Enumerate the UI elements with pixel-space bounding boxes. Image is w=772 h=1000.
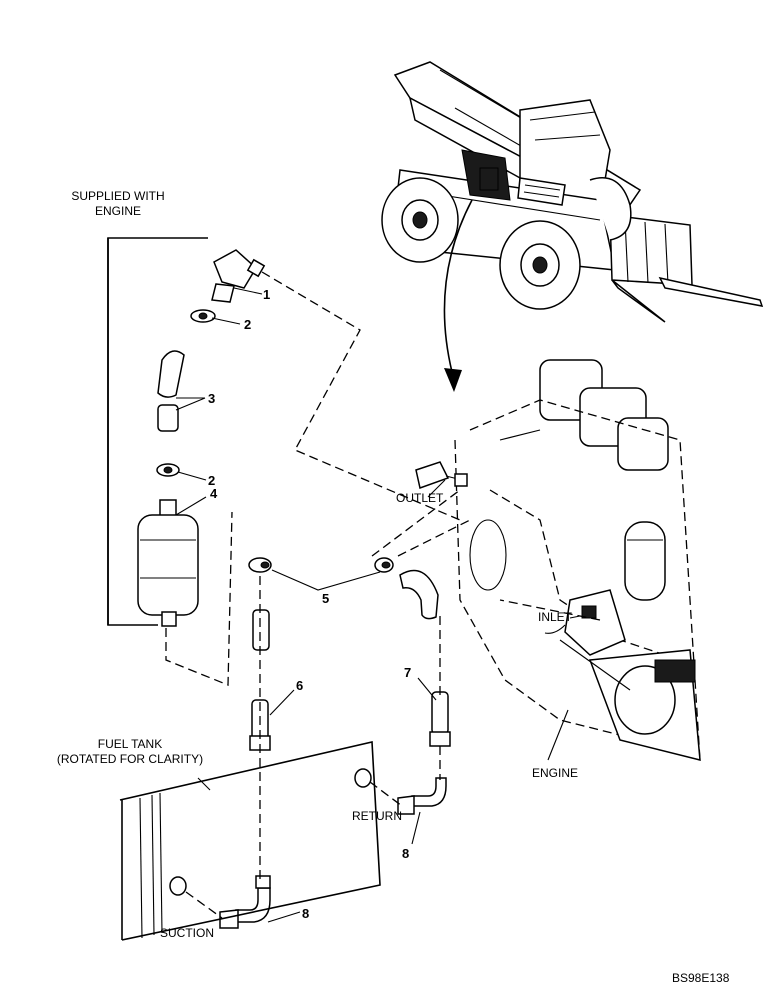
engine-label: ENGINE — [532, 766, 578, 780]
inlet-label: INLET — [538, 610, 573, 624]
callout-8-suction: 8 — [302, 906, 309, 921]
supplied-with-engine-label-line2: ENGINE — [95, 204, 141, 218]
hose-clamp-lower — [156, 463, 180, 477]
callout-4: 4 — [210, 486, 218, 501]
fuel-tank-label-line1: FUEL TANK — [98, 737, 162, 751]
callout-1: 1 — [263, 287, 270, 302]
return-elbow — [397, 777, 447, 815]
fuel-tank — [119, 741, 381, 941]
hose-clamp-upper — [190, 309, 216, 323]
outlet-label: OUTLET — [396, 491, 444, 505]
telehandler-illustration — [381, 61, 764, 323]
callout-2-upper: 2 — [244, 317, 251, 332]
callout-3: 3 — [208, 391, 215, 406]
callout-5: 5 — [322, 591, 329, 606]
callout-6: 6 — [296, 678, 303, 693]
return-label: RETURN — [352, 809, 402, 823]
callout-8-return: 8 — [402, 846, 409, 861]
leader-lines — [175, 287, 581, 923]
zoom-arrow — [443, 199, 473, 392]
hose-clamp-pair — [248, 557, 394, 573]
supplied-with-engine-bracket — [107, 237, 208, 626]
fuel-tank-label-line2: (ROTATED FOR CLARITY) — [57, 752, 203, 766]
return-fitting — [429, 691, 451, 747]
suction-elbow — [219, 875, 271, 929]
engine-illustration — [415, 359, 701, 761]
fuel-hose-upper — [157, 350, 185, 432]
flow-lines — [165, 271, 601, 919]
fuel-filter — [137, 499, 199, 627]
return-hose — [399, 569, 439, 620]
drawing-code: BS98E138 — [672, 971, 730, 985]
suction-label: SUCTION — [160, 926, 214, 940]
fuel-elbow-fitting — [211, 249, 266, 303]
callout-7: 7 — [404, 665, 411, 680]
supplied-with-engine-label-line1: SUPPLIED WITH — [71, 189, 164, 203]
callout-2-lower: 2 — [208, 473, 215, 488]
